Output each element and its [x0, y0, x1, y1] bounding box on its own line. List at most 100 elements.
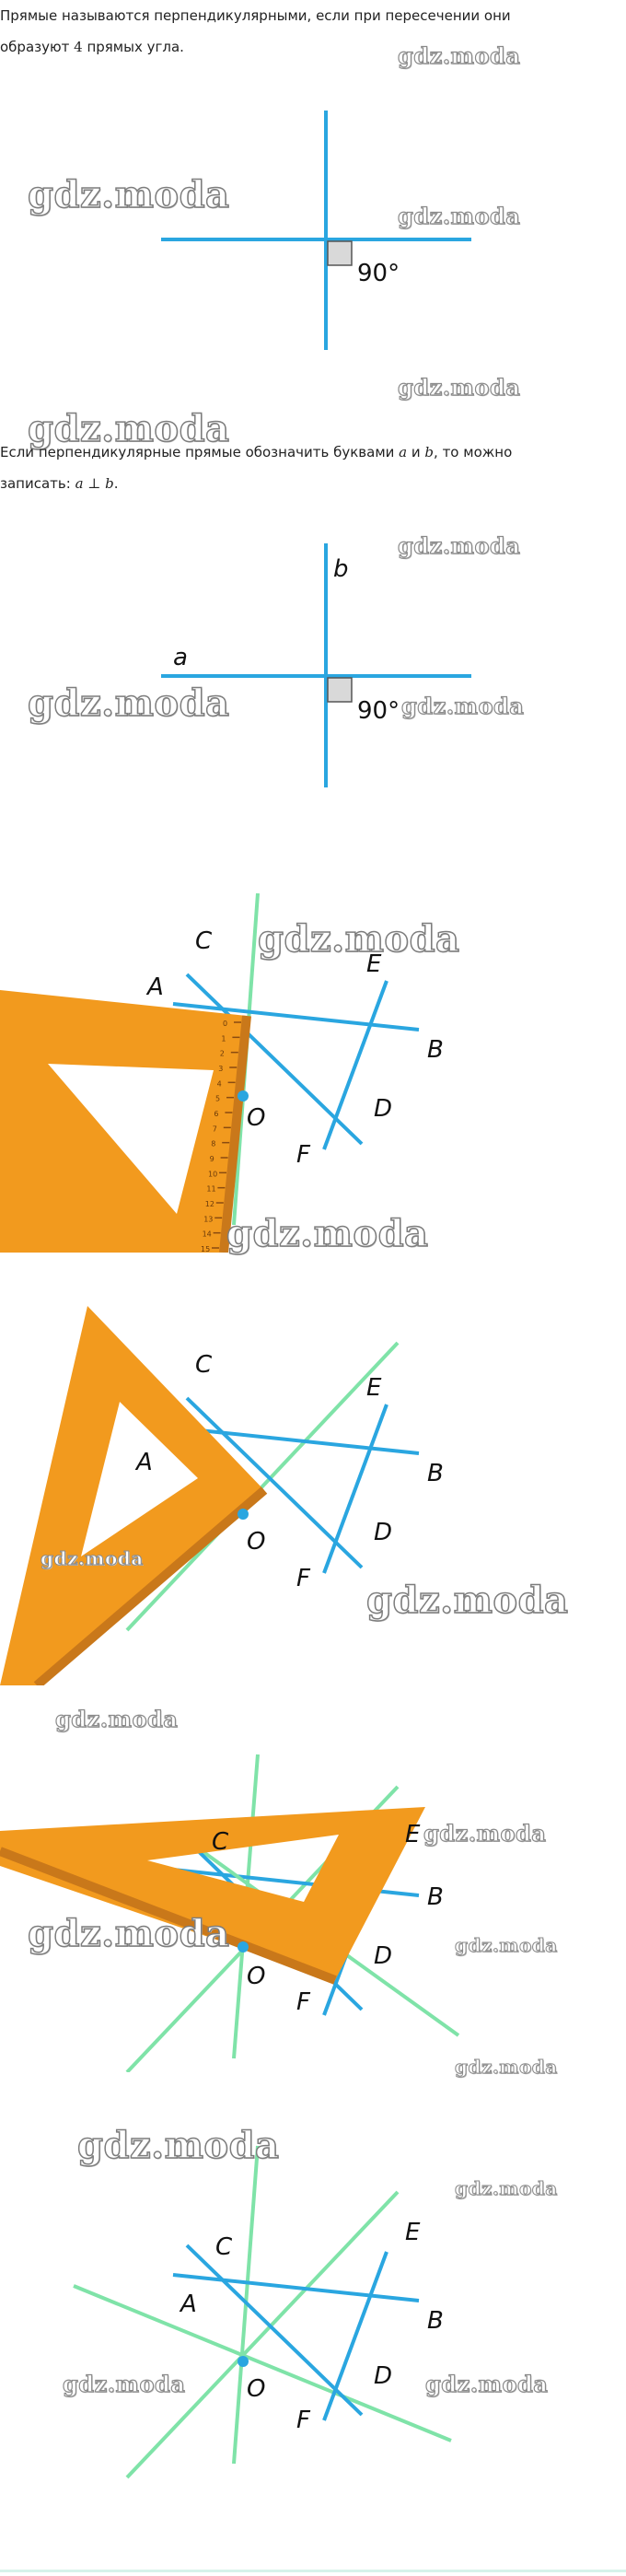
right-angle-marker: [327, 240, 353, 266]
label-b: b: [333, 555, 349, 583]
label-a: a: [173, 644, 188, 671]
label-B: B: [427, 2307, 444, 2335]
definition-number: 4: [74, 39, 83, 55]
ruler-tick-label: 15: [201, 1245, 210, 1253]
point-O: [238, 2356, 249, 2367]
label-D: D: [374, 1095, 392, 1123]
set-square: [0, 1306, 268, 1685]
label-D: D: [374, 1942, 392, 1970]
line-CD: [185, 2244, 364, 2417]
label-E: E: [405, 2219, 421, 2246]
definition-line-1: Прямые называются перпендикулярными, есл…: [0, 7, 511, 24]
watermark: gdz.moda: [455, 2056, 558, 2079]
green-line: [125, 1341, 400, 1632]
label-C: C: [215, 2233, 233, 2261]
line-EF: [322, 1404, 388, 1574]
watermark: gdz.moda: [226, 1211, 429, 1256]
watermark: gdz.moda: [455, 1934, 558, 1957]
construction-step-3: C E B D O F: [0, 1754, 460, 2072]
label-E: E: [366, 1374, 382, 1402]
definition-line-2-pre: образуют: [0, 39, 75, 55]
perp-symbol: ⊥: [83, 475, 106, 492]
watermark: gdz.moda: [397, 41, 521, 69]
label-F: F: [296, 1565, 311, 1592]
line-CD: [185, 973, 364, 1146]
watermark: gdz.moda: [27, 681, 230, 726]
label-A: A: [145, 973, 164, 1001]
watermark: gdz.moda: [76, 2123, 280, 2168]
watermark: gdz.moda: [41, 1547, 144, 1570]
label-O: O: [247, 2375, 265, 2403]
watermark: gdz.moda: [54, 1705, 179, 1732]
notation-line-2-post: .: [113, 475, 119, 492]
ruler-tick-label: 2: [220, 1050, 225, 1058]
watermark: gdz.moda: [62, 2370, 186, 2397]
label-C: C: [195, 927, 213, 955]
label-D: D: [374, 1519, 392, 1546]
label-C: C: [212, 1828, 229, 1856]
notation-line-1-pre: Если перпендикулярные прямые обозначить …: [0, 444, 400, 460]
watermark: gdz.moda: [27, 1911, 230, 1956]
ruler-tick-label: 1: [221, 1034, 226, 1043]
ruler-tick-label: 14: [203, 1230, 212, 1239]
expr-a: a: [75, 475, 84, 492]
line-CD: [185, 1396, 364, 1569]
angle-label: 90°: [357, 260, 400, 287]
watermark: gdz.moda: [27, 172, 230, 217]
label-F: F: [296, 2407, 311, 2434]
label-D: D: [374, 2362, 392, 2390]
ruler-tick-label: 0: [223, 1020, 227, 1028]
watermark: gdz.moda: [423, 1819, 547, 1847]
watermark: gdz.moda: [365, 1578, 569, 1623]
ruler-tick-label: 13: [203, 1215, 213, 1223]
label-C: C: [195, 1351, 213, 1379]
expr-b: b: [105, 475, 114, 492]
section-divider: [0, 2570, 626, 2572]
line-AB: [172, 2273, 420, 2302]
label-O: O: [247, 1104, 265, 1132]
notation-line-2-pre: записать:: [0, 475, 75, 492]
label-A: A: [179, 2290, 197, 2318]
label-A: A: [134, 1449, 153, 1476]
ruler-tick-label: 9: [210, 1155, 214, 1163]
ruler-tick-label: 5: [215, 1095, 220, 1103]
ruler-edge: [33, 1486, 268, 1685]
label-F: F: [296, 1141, 311, 1169]
ruler-tick-label: 12: [205, 1200, 214, 1208]
set-square-body: [0, 1807, 425, 1980]
var-b: b: [424, 444, 435, 460]
definition-line-2-post: прямых угла.: [82, 39, 184, 55]
ruler-edge: [0, 1847, 337, 1985]
label-O: O: [247, 1963, 265, 1990]
point-O: [238, 1090, 249, 1102]
line-EF: [322, 2251, 388, 2421]
set-square: [0, 990, 251, 1253]
watermark: gdz.moda: [400, 692, 525, 719]
ruler-tick-label: 10: [208, 1170, 217, 1178]
ruler-tick-label: 6: [214, 1110, 218, 1118]
set-square: [0, 1807, 425, 1985]
point-O: [238, 1941, 249, 1952]
label-E: E: [366, 950, 382, 978]
label-F: F: [296, 1988, 311, 2016]
watermark: gdz.moda: [257, 916, 460, 962]
label-B: B: [427, 1883, 444, 1911]
watermark: gdz.moda: [397, 531, 521, 559]
set-square-body: [0, 990, 247, 1253]
point-O: [238, 1509, 249, 1520]
ruler-tick-label: 7: [213, 1125, 217, 1133]
line-EF: [322, 980, 388, 1150]
label-B: B: [427, 1460, 444, 1487]
watermark: gdz.moda: [424, 2370, 549, 2397]
label-O: O: [247, 1528, 265, 1556]
notation-line-1-post: , то можно: [434, 444, 513, 460]
right-angle-marker: [327, 677, 353, 703]
line-AB: [172, 1426, 420, 1455]
line-AB: [172, 1002, 420, 1032]
ruler-tick-label: 4: [217, 1079, 222, 1088]
notation-paragraph: Если перпендикулярные прямые обозначить …: [0, 437, 589, 499]
set-square-body: [0, 1306, 264, 1685]
watermark: gdz.moda: [397, 202, 521, 229]
